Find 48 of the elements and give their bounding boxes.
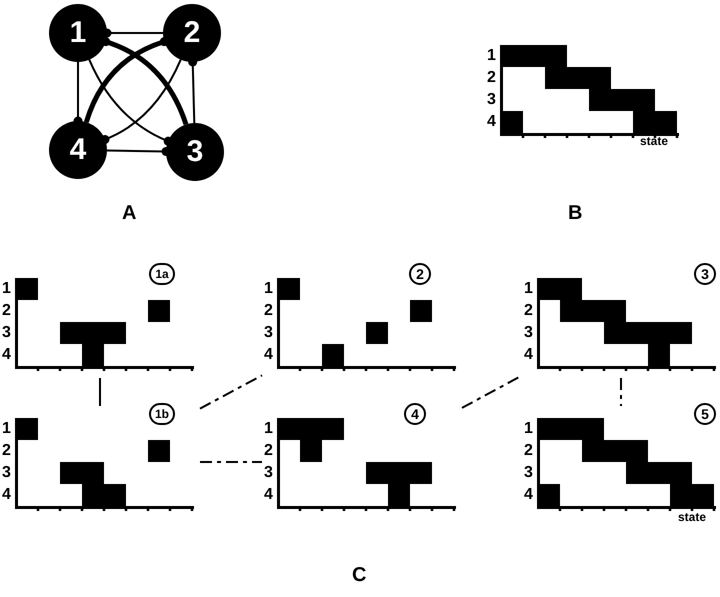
row-number: 1 — [2, 419, 11, 439]
row-number: 4 — [524, 345, 533, 365]
row-number: 4 — [264, 485, 273, 505]
connector-line — [620, 378, 622, 406]
connector-line — [200, 461, 262, 463]
row-number: 1 — [524, 279, 533, 299]
row-number: 1 — [487, 46, 496, 66]
circled-number: 1a — [149, 263, 175, 285]
circle-node: 2 — [163, 4, 221, 62]
circled-number: 2 — [409, 263, 431, 285]
row-number: 2 — [264, 441, 273, 461]
panel-letter: C — [352, 563, 366, 588]
row-number: 4 — [524, 485, 533, 505]
row-number: 4 — [487, 112, 496, 132]
connector-line — [100, 59, 182, 144]
row-number: 2 — [2, 301, 11, 321]
circled-number: 4 — [404, 403, 426, 425]
row-number: 1 — [264, 419, 273, 439]
row-number: 1 — [264, 279, 273, 299]
row-number: 2 — [264, 301, 273, 321]
row-number: 3 — [2, 323, 11, 343]
row-number: 3 — [2, 463, 11, 483]
row-number: 2 — [524, 441, 533, 461]
axis-label: state — [640, 134, 668, 148]
row-number: 3 — [264, 323, 273, 343]
panel-letter: B — [568, 201, 582, 226]
row-number: 3 — [264, 463, 273, 483]
row-number: 4 — [264, 345, 273, 365]
row-number: 1 — [2, 279, 11, 299]
circled-number: 3 — [694, 263, 716, 285]
row-number: 3 — [524, 463, 533, 483]
row-number: 1 — [524, 419, 533, 439]
axis-label: state — [678, 510, 706, 524]
panel-letter: A — [122, 201, 136, 226]
connector-line — [200, 374, 262, 410]
row-number: 3 — [487, 90, 496, 110]
row-number: 3 — [524, 323, 533, 343]
circle-node: 1 — [49, 4, 107, 62]
row-number: 4 — [2, 485, 11, 505]
circled-number: 5 — [694, 403, 716, 425]
row-number: 4 — [2, 345, 11, 365]
row-number: 2 — [487, 68, 496, 88]
circled-number: 1b — [149, 403, 175, 425]
row-number: 2 — [524, 301, 533, 321]
row-number: 2 — [2, 441, 11, 461]
circle-node: 3 — [166, 123, 224, 181]
connector-line — [99, 378, 101, 406]
circle-node: 4 — [49, 121, 107, 179]
